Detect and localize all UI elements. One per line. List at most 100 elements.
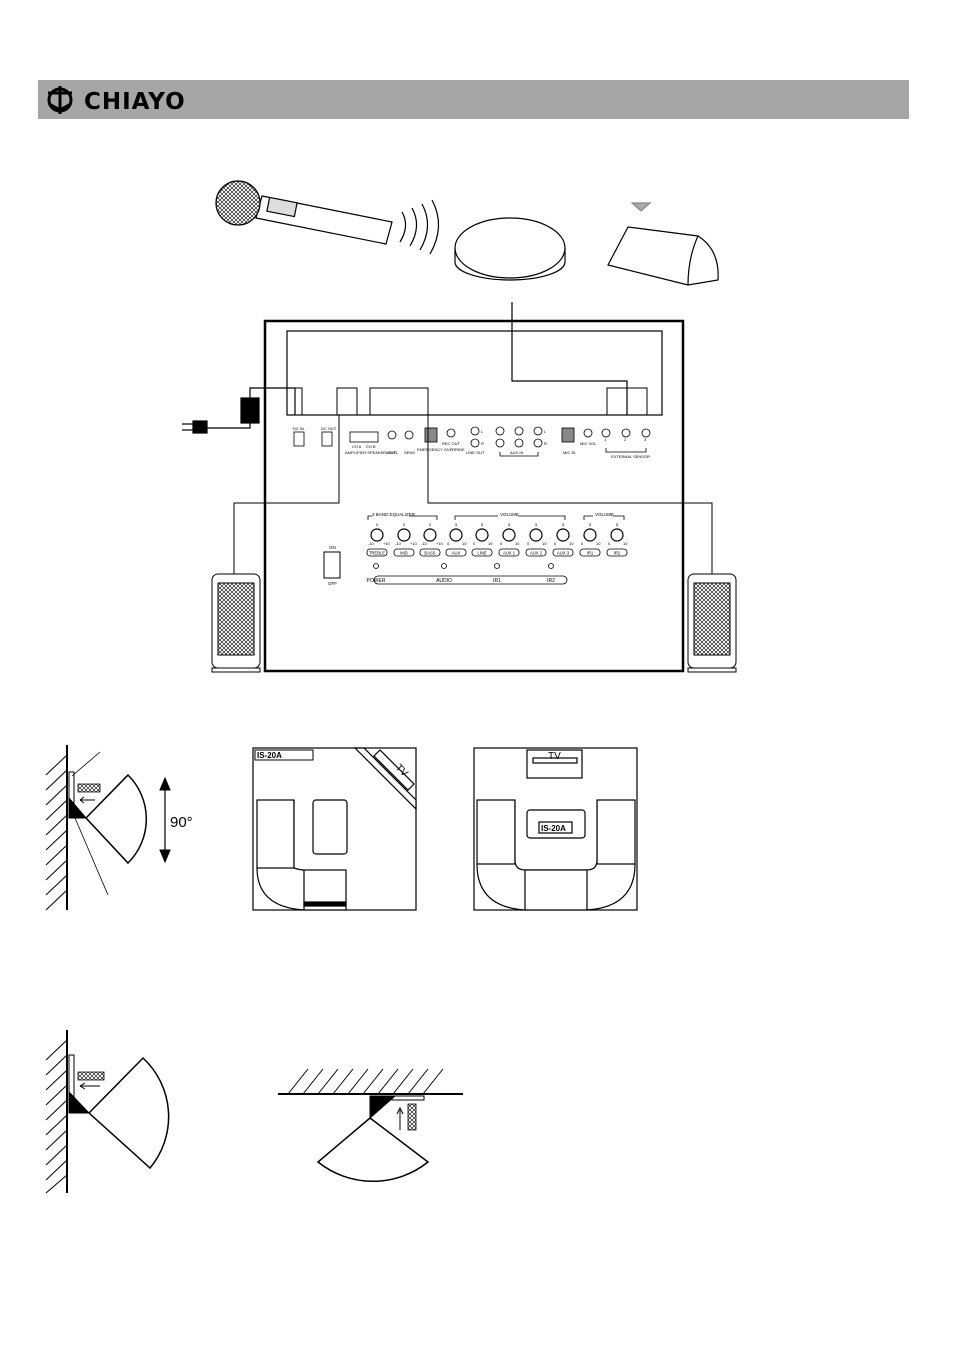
mic-in-label: MIC IN	[563, 450, 576, 455]
switch-on-label: ON	[329, 545, 336, 550]
knob-scale-label: +10	[436, 541, 444, 546]
knob-scale-label: 5	[508, 522, 511, 527]
knob-label: BASS	[424, 551, 435, 556]
level-label: LEVEL	[386, 450, 399, 455]
line-out-r-label: R	[481, 441, 484, 446]
sens-label: SENS	[404, 450, 415, 455]
front-controls: 3 BAND EQUALIZER VOLUME VOLUME ON OFF -1…	[323, 512, 628, 586]
knob-scale-label: -10	[395, 541, 402, 546]
rear-panel-labels: DC IN DC OUT CH A CH B AMPLIFIER SPEAKER…	[293, 426, 650, 459]
knob-label: MID	[400, 551, 408, 556]
knob-scale-label: 5	[589, 522, 592, 527]
indicator-label: POWER	[367, 578, 386, 584]
knob-scale-label: +10	[410, 541, 418, 546]
line-out-l-label: L	[481, 429, 484, 434]
room-wall-diagram	[473, 747, 638, 911]
knob-scale-label: 0	[376, 522, 379, 527]
knob-scale-label: 0	[447, 541, 450, 546]
emergency-override-label: EMERGENCY OVERRIDE	[417, 447, 465, 452]
model-label-2: IS-20A	[541, 824, 566, 833]
rec-out-label: REC OUT	[442, 441, 461, 446]
aux-in-label: AUX IN	[510, 450, 523, 455]
indicator-label: AUDIO	[436, 578, 452, 584]
rear-panel	[293, 426, 651, 457]
knob-label: AUX 1	[503, 551, 516, 556]
ceiling-mount-diagram	[278, 1068, 463, 1183]
knob-scale-label: 5	[481, 522, 484, 527]
angle-label: 90°	[170, 814, 193, 831]
room-corner-diagram	[252, 747, 417, 911]
external-sensor-label: EXTERNAL SENSOR	[611, 454, 650, 459]
knob-label: AUX 3	[557, 551, 570, 556]
knob-scale-label: 0	[473, 541, 476, 546]
knob-scale-label: 5	[616, 522, 619, 527]
sensor-1-label: 1	[604, 437, 607, 442]
knob-scale-label: 10	[488, 541, 493, 546]
tv-label-2: TV	[548, 751, 561, 762]
aux-in-r-label: R	[544, 441, 547, 446]
knob-scale-label: 0	[608, 541, 611, 546]
knob-scale-label: 10	[462, 541, 467, 546]
indicator-strip	[373, 575, 568, 585]
knob-label: AUX	[452, 551, 461, 556]
knob-label: IR1	[587, 551, 594, 556]
indicator-ir1: IR1	[493, 563, 501, 584]
line-out-label: LINE OUT	[466, 450, 485, 455]
knob-scale-label: -10	[421, 541, 428, 546]
knob-label: IR2	[614, 551, 621, 556]
knob-scale-label: 0	[500, 541, 503, 546]
knob-scale-label: 5	[562, 522, 565, 527]
knob-scale-label: 10	[569, 541, 574, 546]
wall-sensor-icon	[607, 202, 719, 286]
header-bar	[38, 80, 909, 119]
knob-scale-label: 10	[515, 541, 520, 546]
knob-scale-label: 10	[623, 541, 628, 546]
knob-scale-label: 0	[403, 522, 406, 527]
knob-scale-label: 0	[581, 541, 584, 546]
indicator-label: IR2	[547, 578, 555, 584]
indicator-label: IR1	[493, 578, 501, 584]
knob-scale-label: +10	[383, 541, 391, 546]
wall-mount-diagram	[45, 745, 171, 911]
dc-in-label: DC IN	[293, 426, 304, 431]
ceiling-sensor-icon	[454, 217, 566, 281]
knob-scale-label: 5	[535, 522, 538, 527]
sensor-3-label: 3	[644, 437, 647, 442]
knob-scale-label: 10	[596, 541, 601, 546]
volume2-title: VOLUME	[595, 512, 614, 517]
wall-mount-diagram-2	[45, 1030, 170, 1194]
ch-b-label: CH B	[366, 444, 376, 449]
model-label-1: IS-20A	[257, 751, 282, 760]
knob-scale-label: 0	[554, 541, 557, 546]
knob-scale-label: 0	[429, 522, 432, 527]
ch-a-label: CH A	[352, 444, 362, 449]
mic-vol-label: MIC VOL	[580, 441, 597, 446]
dc-in-switch	[293, 431, 305, 447]
brand-name: CHIAYO	[84, 89, 186, 115]
dc-out-switch	[321, 431, 333, 447]
left-speaker	[211, 573, 261, 673]
knob-scale-label: 5	[455, 522, 458, 527]
aux-in-l-label: L	[544, 429, 547, 434]
power-adapter-icon	[182, 387, 296, 434]
knob-label: TREBLE	[369, 551, 385, 556]
dc-out-label: DC OUT	[321, 426, 337, 431]
amp-speaker-out-label: AMPLIFIER SPEAKER OUT	[345, 450, 396, 455]
speaker-wires	[233, 415, 713, 574]
logo-icon	[47, 86, 73, 114]
knob-scale-label: -10	[368, 541, 375, 546]
switch-off-label: OFF	[328, 581, 337, 586]
knob-scale-label: 10	[542, 541, 547, 546]
knob-label: AUX 2	[530, 551, 543, 556]
